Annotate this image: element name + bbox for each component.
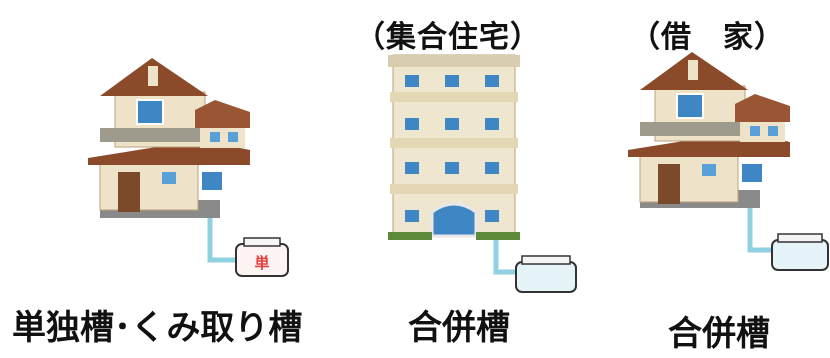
apartment-building-illustration — [388, 54, 577, 293]
heading-apartment: （集合住宅） — [355, 20, 541, 55]
heading-rental: （借 家） — [630, 20, 785, 55]
caption-apartment: 合併槽 — [408, 308, 510, 348]
caption-rental: 合併槽 — [668, 314, 770, 354]
caption-single-house: 単独槽･くみ取り槽 — [12, 308, 303, 348]
rental-house-illustration — [628, 52, 829, 271]
single-tank-mark: 単 — [254, 254, 269, 272]
single-house-illustration — [88, 58, 289, 277]
